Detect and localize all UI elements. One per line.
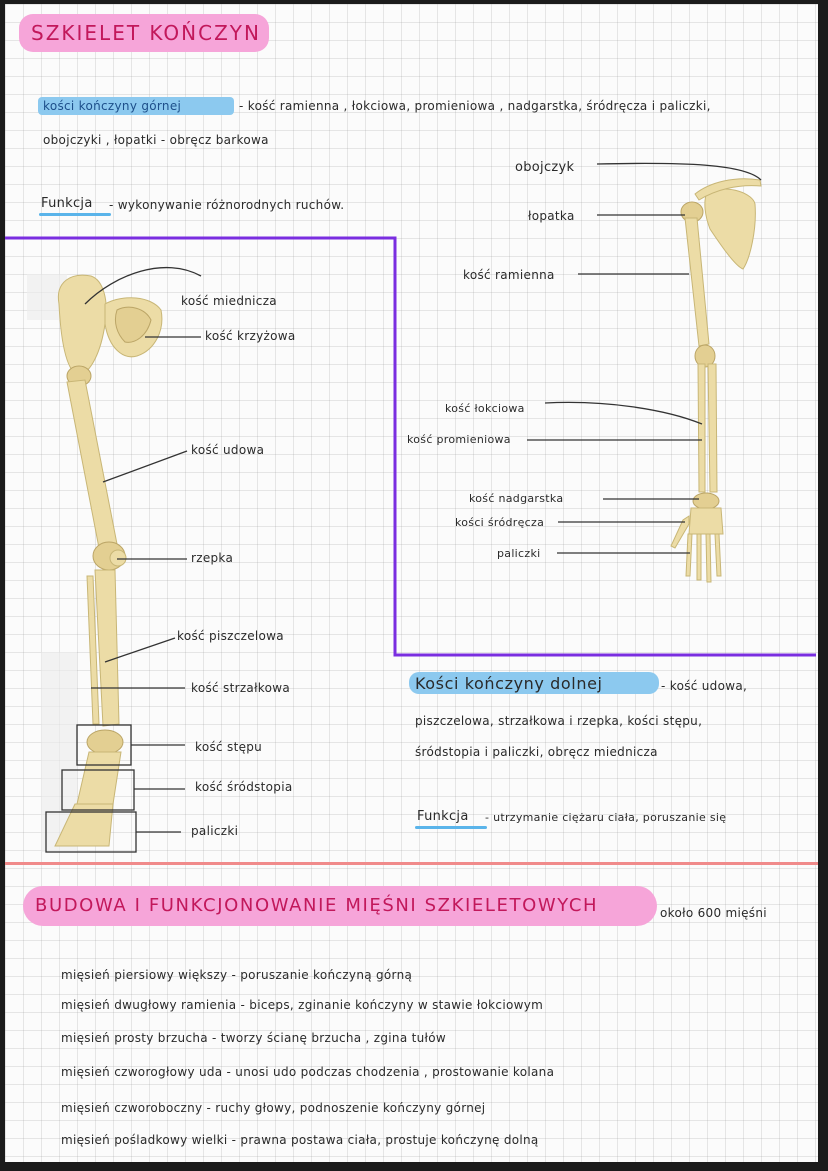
label-patella: rzepka: [191, 551, 234, 565]
list-item: mięsień czworogłowy uda - unosi udo podc…: [61, 1065, 555, 1079]
section-divider: [5, 862, 818, 865]
label-phalanges-leg: paliczki: [191, 824, 239, 838]
upper-label-highlight: [38, 97, 234, 115]
label-carpal: kość nadgarstka: [469, 492, 564, 505]
label-tibia: kość piszczelowa: [177, 629, 284, 643]
arm-skeleton-illustration: [670, 178, 762, 583]
label-femur: kość udowa: [191, 443, 265, 457]
label-metatarsal: kość śródstopia: [195, 780, 293, 794]
leg-skeleton-illustration: [27, 274, 163, 852]
upper-limb-text-1: - kość ramienna , łokciowa, promieniowa …: [239, 99, 711, 113]
label-metacarpal: kości śródręcza: [455, 516, 545, 529]
title-highlight: [19, 14, 269, 52]
label-sacrum: kość krzyżowa: [205, 329, 296, 343]
page-title: SZKIELET KOŃCZYN: [31, 21, 261, 45]
lower-limb-text-1: - kość udowa,: [661, 679, 748, 693]
label-clavicle: obojczyk: [515, 160, 575, 175]
lower-limb-label: Kości kończyny dolnej: [415, 674, 603, 693]
label-humerus: kość ramienna: [463, 268, 555, 282]
notebook-page: SZKIELET KOŃCZYN kości kończyny górnej -…: [5, 4, 818, 1162]
arm-leader-lines: [527, 162, 762, 554]
lower-label-highlight: [409, 672, 659, 694]
upper-function-label: Funkcja: [41, 196, 93, 211]
label-radius: kość promieniowa: [407, 433, 511, 446]
section2-note: około 600 mięśni: [660, 906, 767, 920]
lower-limb-text-3: śródstopia i paliczki, obręcz miednicza: [415, 745, 658, 759]
leg-leader-lines: [84, 267, 202, 833]
section2-title: BUDOWA I FUNKCJONOWANIE MIĘŚNI SZKIELETO…: [35, 895, 599, 916]
lower-limb-text-2: piszczelowa, strzałkowa i rzepka, kości …: [415, 714, 703, 728]
label-ulna: kość łokciowa: [445, 402, 525, 415]
lower-function-text: - utrzymanie ciężaru ciała, poruszanie s…: [485, 811, 727, 824]
label-tarsal: kość stępu: [195, 740, 263, 754]
upper-function-text: - wykonywanie różnorodnych ruchów.: [109, 198, 345, 212]
label-phalanges-arm: paliczki: [497, 547, 541, 560]
list-item: mięsień piersiowy większy - poruszanie k…: [61, 968, 413, 982]
upper-function-underline: [39, 213, 111, 216]
upper-limb-label: kości kończyny górnej: [43, 99, 182, 113]
lower-function-label: Funkcja: [417, 809, 469, 824]
list-item: mięsień prosty brzucha - tworzy ścianę b…: [61, 1031, 446, 1045]
list-item: mięsień pośladkowy wielki - prawna posta…: [61, 1133, 539, 1147]
label-fibula: kość strzałkowa: [191, 681, 291, 695]
list-item: mięsień dwugłowy ramienia - biceps, zgin…: [61, 998, 544, 1012]
label-scapula: łopatka: [528, 209, 575, 223]
section2-title-highlight: [23, 886, 657, 926]
upper-limb-text-2: obojczyki , łopatki - obręcz barkowa: [43, 133, 269, 147]
diagram-frame: [5, 236, 816, 657]
label-pelvis: kość miednicza: [181, 294, 277, 308]
lower-function-underline: [415, 826, 487, 829]
list-item: mięsień czworoboczny - ruchy głowy, podn…: [61, 1101, 486, 1115]
